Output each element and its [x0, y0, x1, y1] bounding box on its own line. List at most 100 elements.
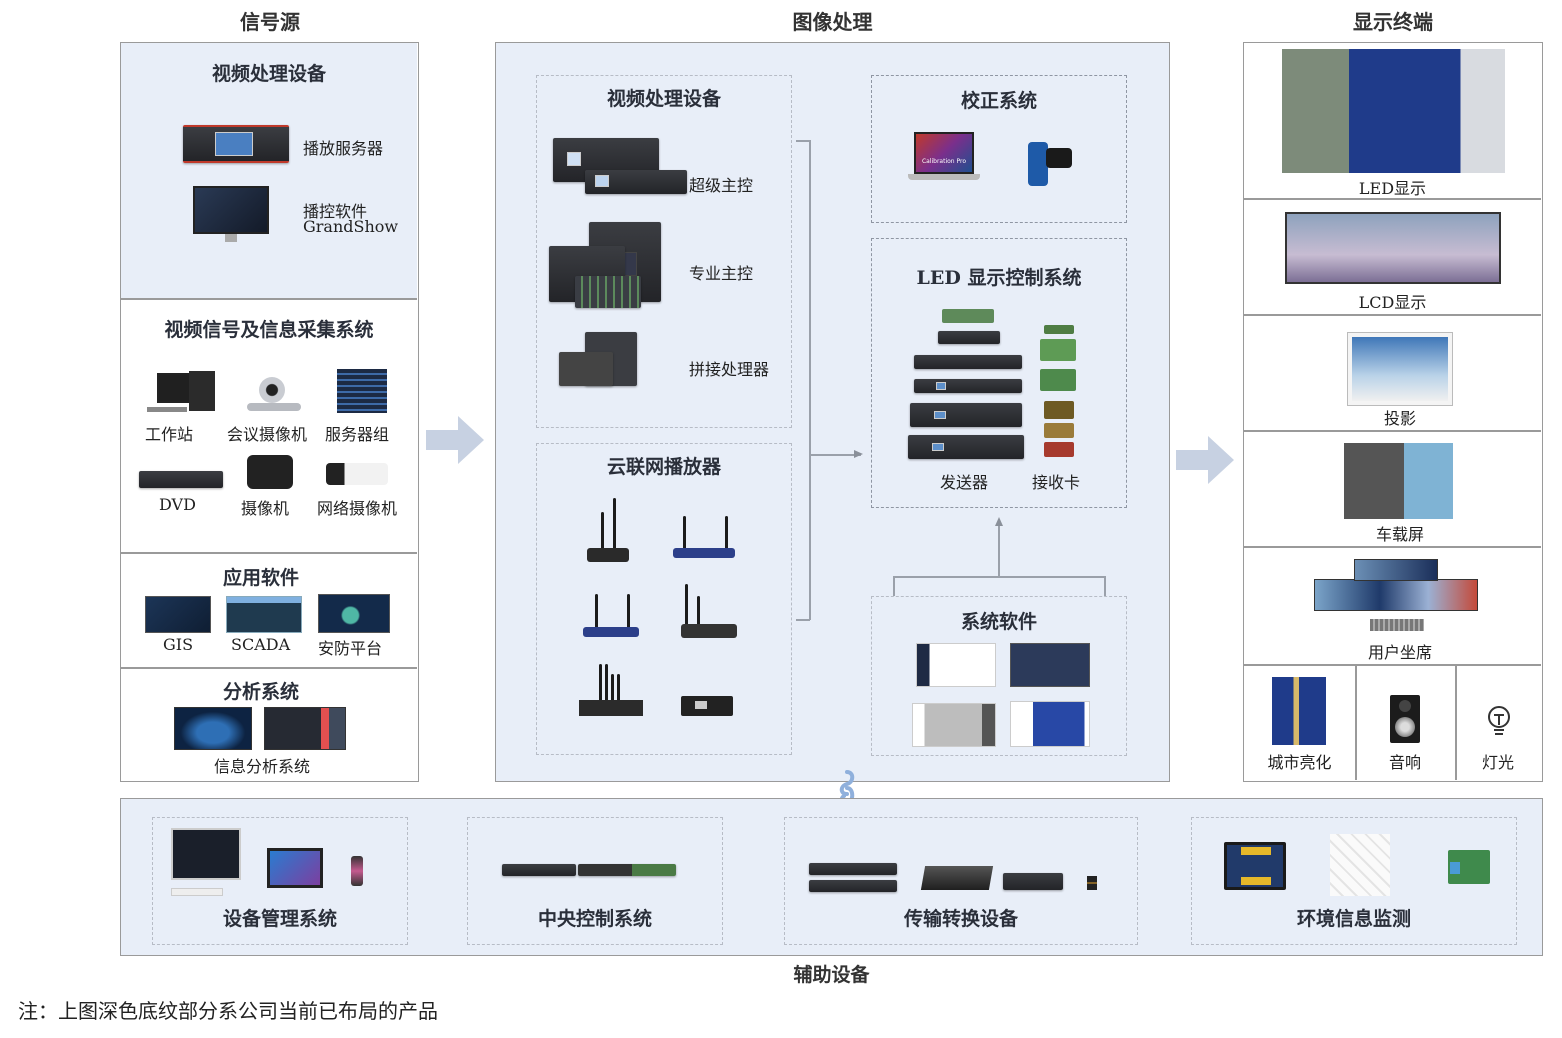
server-group-image [337, 369, 387, 413]
phone-image [351, 856, 363, 886]
monitoring-board-image [1224, 842, 1286, 890]
city-lighting-photo [1272, 677, 1326, 745]
section-title: 视频信号及信息采集系统 [164, 319, 374, 341]
software-screenshot-4 [1010, 701, 1090, 747]
projection-screen-photo [1347, 332, 1453, 406]
item-label: SCADA [231, 635, 291, 654]
imac-image [171, 828, 241, 880]
transmission-device-1 [809, 863, 897, 875]
keyboard [171, 888, 223, 896]
item-label: 网络摄像机 [317, 499, 398, 518]
item-label: GIS [163, 635, 194, 654]
light-bulb-icon [1488, 706, 1510, 735]
display-label: 音响 [1388, 753, 1421, 772]
aux-label: 中央控制系统 [537, 908, 652, 930]
system-software-box: 系统软件 [871, 596, 1127, 756]
display-label: LCD显示 [1358, 293, 1427, 312]
pro-master-image-3 [575, 276, 641, 308]
item-label: 工作站 [145, 425, 194, 444]
aux-box-transmission: 传输转换设备 [784, 817, 1138, 945]
section-title: 视频处理设备 [211, 63, 326, 85]
connector-arrowhead-icon [854, 450, 863, 458]
calibration-camera-image [1028, 142, 1048, 186]
lcd-display-photo [1285, 212, 1501, 284]
cloud-player-box: 云联网播放器 [536, 443, 792, 755]
column-title-auxiliary: 辅助设备 [793, 964, 870, 986]
sensor-module-image [1448, 850, 1490, 884]
central-control-device-2 [578, 864, 676, 876]
item-label: 摄像机 [241, 499, 290, 518]
antenna [595, 594, 598, 634]
calibration-box: 校正系统 Calibration Pro [871, 75, 1127, 223]
cloud-player-device-2 [673, 548, 735, 558]
monitor-stand [225, 234, 237, 242]
sensors-image [1330, 834, 1390, 896]
section-title: 系统软件 [960, 611, 1037, 633]
receiver-card-image-5 [1044, 423, 1074, 438]
receiver-card-image-6 [1044, 442, 1074, 457]
playback-server-image [183, 125, 289, 163]
item-label: 专业主控 [689, 264, 754, 283]
cloud-player-device-5 [579, 700, 643, 716]
divider [1355, 664, 1357, 780]
aux-label: 设备管理系统 [222, 908, 337, 930]
aux-label: 传输转换设备 [903, 908, 1018, 930]
item-label: 播控软件 [303, 202, 368, 221]
item-label: GrandShow [303, 217, 399, 236]
cloud-player-device-3 [583, 627, 639, 637]
divider [121, 298, 417, 300]
antenna [627, 594, 630, 634]
source-video-processing-section: 视频处理设备 播放服务器 播控软件 GrandShow [121, 43, 417, 298]
section-title: 校正系统 [960, 90, 1037, 112]
section-title: 应用软件 [222, 567, 299, 589]
section-title: 云联网播放器 [606, 456, 721, 478]
transmission-device-3 [920, 866, 994, 890]
connector-line [809, 454, 861, 456]
display-label: LED显示 [1358, 179, 1427, 198]
cloud-player-device-4 [681, 624, 737, 638]
analysis-screenshot-2 [264, 707, 346, 750]
sender-image-5 [908, 435, 1024, 459]
divider [1244, 430, 1541, 432]
central-control-device-1 [502, 864, 576, 876]
tablet-image [267, 848, 323, 888]
software-screenshot-3 [912, 703, 996, 747]
aux-label: 环境信息监测 [1296, 908, 1411, 930]
item-label: 会议摄像机 [227, 425, 308, 444]
divider [121, 667, 417, 669]
receiver-label: 接收卡 [1032, 473, 1081, 492]
software-screenshot-1 [916, 643, 996, 687]
section-title: LED 显示控制系统 [916, 267, 1082, 289]
section-title: 分析系统 [222, 681, 299, 703]
gis-screenshot [145, 596, 211, 633]
antenna [617, 674, 620, 704]
workstation-image [157, 373, 191, 403]
source-panel: 视频处理设备 播放服务器 播控软件 GrandShow 视频信号及信息采集系统 … [120, 42, 419, 782]
connector-line [1104, 576, 1106, 596]
keyboard [147, 407, 187, 412]
connector-line [796, 140, 810, 142]
camcorder-image [247, 455, 293, 489]
divider [121, 552, 417, 554]
laptop-base [908, 174, 980, 180]
item-label: 拼接处理器 [689, 360, 770, 379]
item-label: 安防平台 [318, 639, 383, 658]
transmission-device-4 [1003, 873, 1063, 890]
antenna [611, 674, 614, 704]
item-label: 超级主控 [689, 176, 754, 195]
divider [1244, 546, 1541, 548]
security-platform-screenshot [318, 594, 390, 633]
sender-image-2 [914, 355, 1022, 369]
connector-arrowhead-icon [995, 517, 1003, 526]
connector-line [893, 576, 895, 596]
item-label: 播放服务器 [303, 139, 384, 158]
sender-card-image [942, 309, 994, 323]
aux-box-central-control: 中央控制系统 [467, 817, 723, 945]
receiver-card-image-2 [1040, 339, 1076, 361]
divider [1244, 664, 1541, 666]
receiver-card-image-4 [1044, 401, 1074, 419]
connector-line [796, 619, 810, 621]
divider [1244, 198, 1541, 200]
footnote: 注：上图深色底纹部分系公司当前已布局的产品 [18, 999, 438, 1023]
receiver-card-image-1 [1044, 325, 1074, 334]
